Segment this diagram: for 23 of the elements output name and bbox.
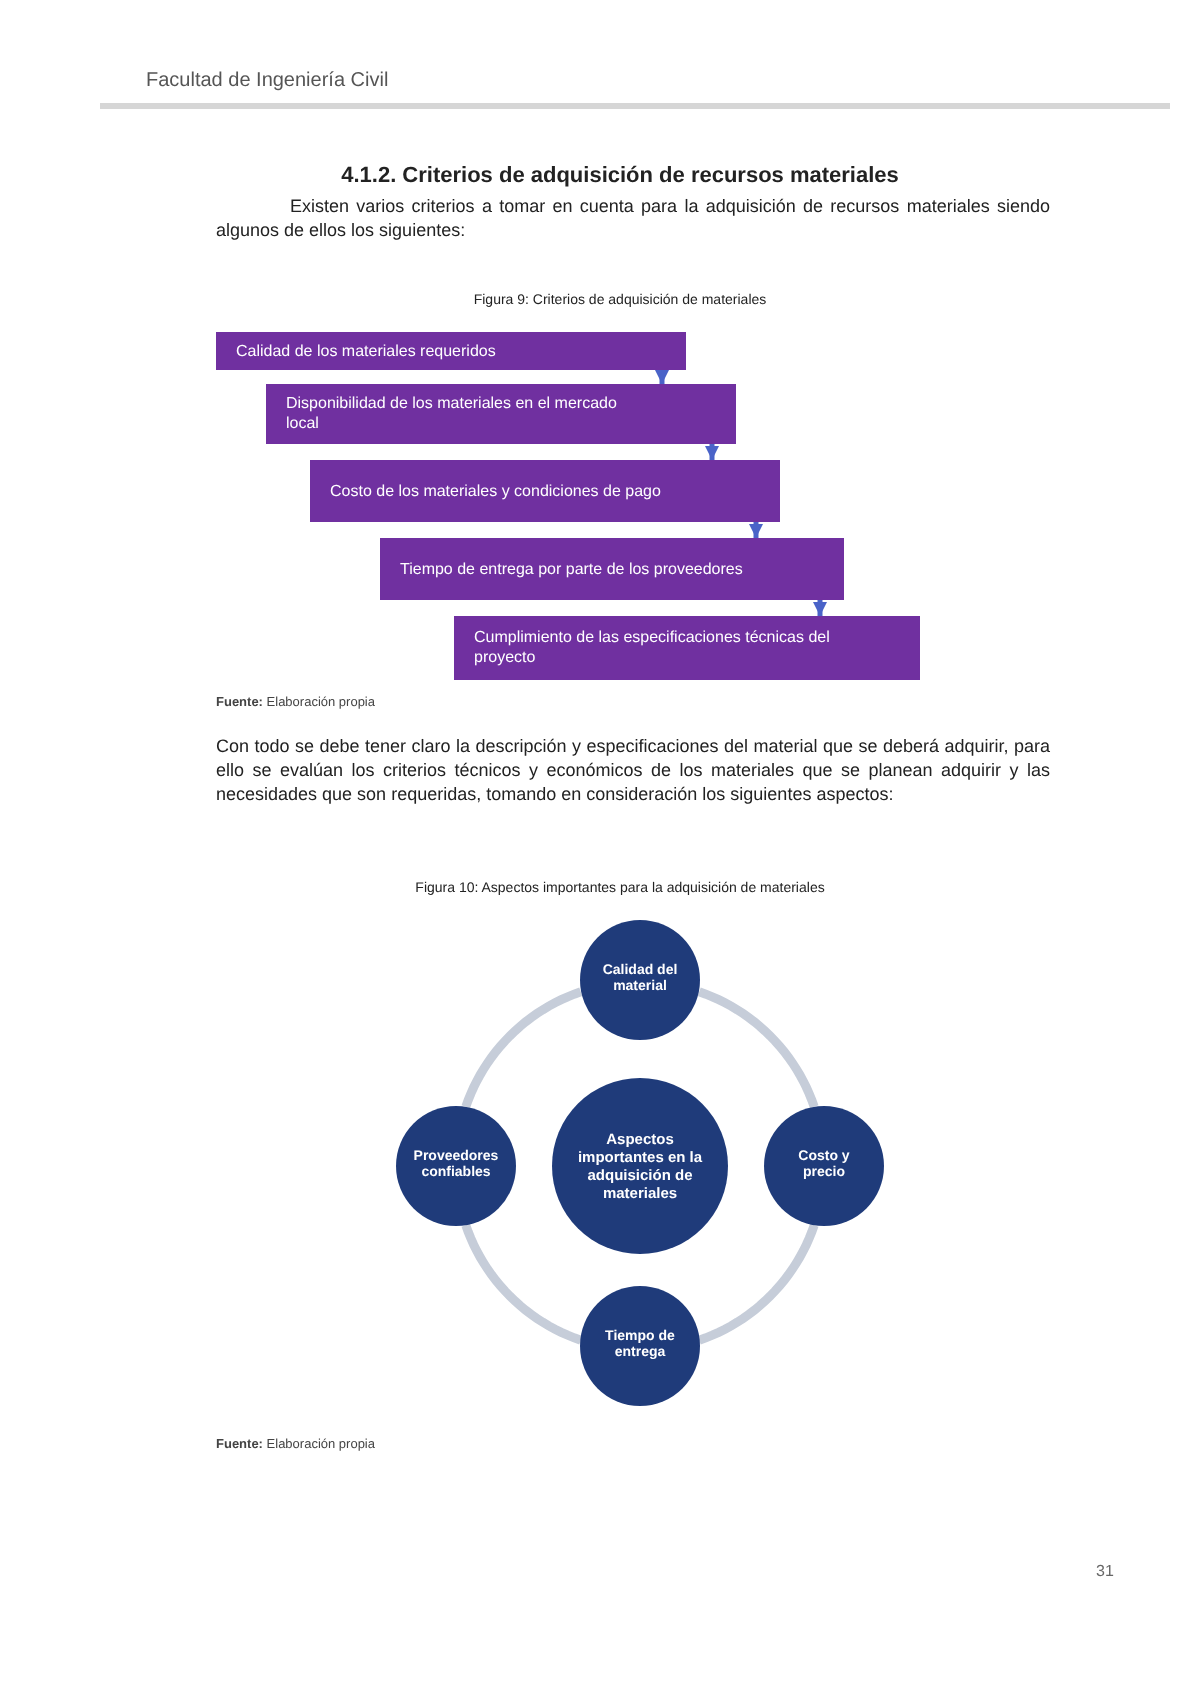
process-box	[380, 538, 844, 600]
page-number: 31	[1096, 1562, 1114, 1584]
step-text: Disponibilidad de los materiales en el mercado local	[284, 394, 619, 434]
page-header-text: Facultad de Ingeniería Civil	[146, 68, 389, 95]
process-box	[266, 384, 736, 444]
body-paragraph: Con todo se debe tener claro la descripción y especificaciones del material que se deberá adquirir, para ello se evalúan los criterios técnicos y económicos de los materiales que se planean adquirir y las necesidades que son requeridas, tomando en consideración los siguientes aspectos:	[216, 734, 1050, 807]
body-paragraph: Existen varios criterios a tomar en cuenta para la adquisición de recursos materiales siendo algunos de ellos los siguientes:	[216, 194, 1050, 243]
ring-connector	[697, 1223, 819, 1345]
step-text: Calidad de los materiales requeridos	[234, 341, 498, 361]
process-box	[454, 616, 920, 680]
process-box	[310, 460, 780, 522]
step-text: Cumplimiento de las especificaciones técnicas del proyecto	[472, 628, 832, 668]
ring-connector	[697, 987, 819, 1109]
section-heading: 4.1.2. Criterios de adquisición de recursos materiales	[341, 162, 899, 192]
arrow	[655, 370, 669, 384]
arrow	[705, 444, 719, 460]
process-box	[216, 332, 686, 370]
arrow	[749, 522, 763, 538]
ring-connector	[461, 1223, 583, 1345]
ring-connector	[461, 987, 583, 1109]
step-text: Costo de los materiales y condiciones de pago	[328, 481, 663, 501]
step-text: Tiempo de entrega por parte de los proveedores	[398, 559, 745, 579]
arrow	[813, 600, 827, 616]
